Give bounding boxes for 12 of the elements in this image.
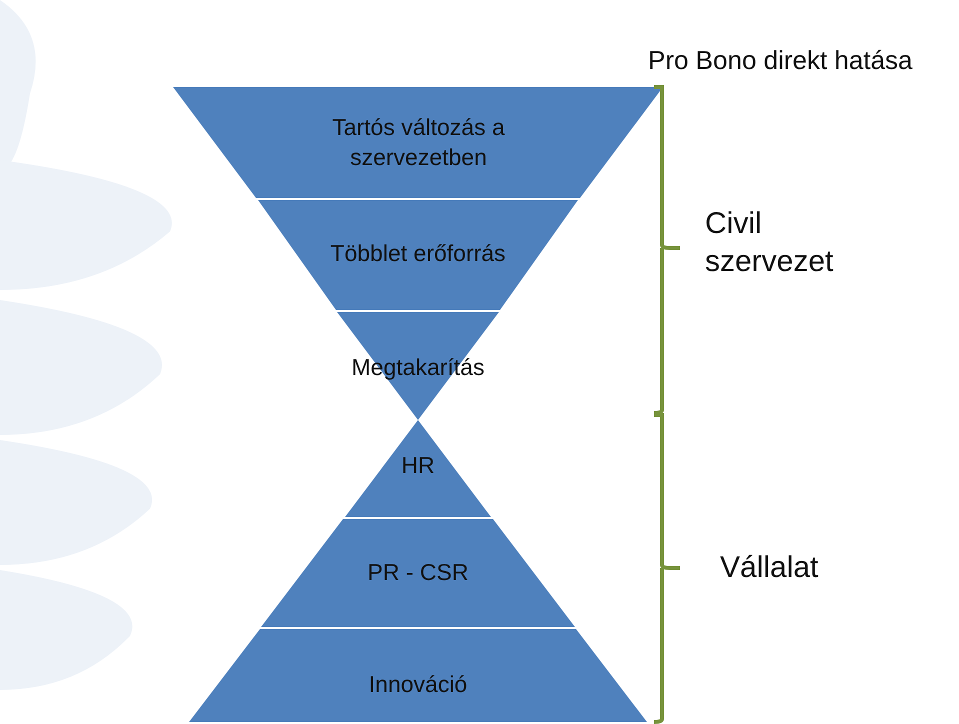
segment-label: Tartós változás a szervezetben xyxy=(331,113,506,172)
slide-title: Pro Bono direkt hatása xyxy=(648,44,912,76)
segment-label: Többlet erőforrás xyxy=(329,239,507,268)
segment-label: Innováció xyxy=(368,670,468,699)
pyramid-segment xyxy=(261,519,575,627)
pyramid-segment xyxy=(173,87,663,198)
pyramid-segment xyxy=(258,200,578,310)
segment-label: PR - CSR xyxy=(366,558,470,587)
group-label: Civil szervezet xyxy=(705,206,834,280)
segment-label: HR xyxy=(400,451,436,480)
group-label: Vállalat xyxy=(720,550,820,586)
pyramid-segment xyxy=(189,629,647,722)
